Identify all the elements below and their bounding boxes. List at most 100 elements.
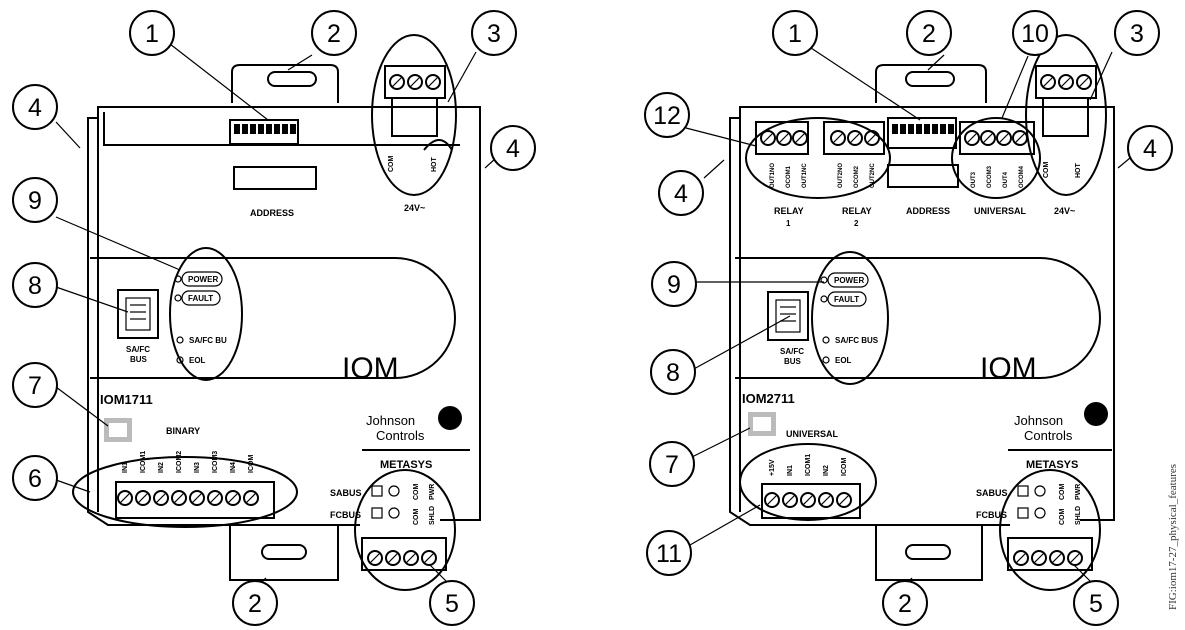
svg-text:2: 2 <box>922 20 936 48</box>
dip-switch[interactable] <box>892 124 954 134</box>
bus-connector[interactable] <box>361 537 447 571</box>
io-terminal-label: +15V <box>769 459 776 476</box>
dip-switch[interactable] <box>234 124 296 134</box>
io-group-label: UNIVERSAL <box>786 429 839 439</box>
port-label-1: SA/FC <box>126 345 150 354</box>
bus-connector[interactable] <box>1007 537 1093 571</box>
callout-4: 4 <box>490 125 536 171</box>
relay2-label-b: 2 <box>854 219 859 228</box>
callout-6: 6 <box>12 455 58 501</box>
led-eol: EOL <box>189 356 206 365</box>
relay-terminal-label: OUT2NO <box>838 163 844 188</box>
callout-4: 4 <box>1127 125 1173 171</box>
bus-terminal-com: COM <box>1059 484 1066 501</box>
logo-johnson: Johnson <box>1014 413 1063 428</box>
led-fault: FAULT <box>188 294 213 303</box>
highlight-ellipse <box>739 443 877 521</box>
callout-9: 9 <box>12 177 58 223</box>
model-label: IOM2711 <box>742 391 795 406</box>
io-terminal-label: IN4 <box>230 462 237 473</box>
power-terminal-hot: HOT <box>1075 163 1082 179</box>
relay1-label-b: 1 <box>786 219 791 228</box>
led-fault: FAULT <box>834 295 859 304</box>
relay1-connector[interactable] <box>755 121 809 155</box>
callout-3: 3 <box>471 10 517 56</box>
voltage-label: 24V~ <box>404 203 425 213</box>
led-panel: POWER FAULT SA/FC BU EOL <box>174 271 227 365</box>
svg-text:3: 3 <box>1130 20 1144 48</box>
port-label-2: BUS <box>130 355 148 364</box>
universal-output-terminal-label: OCOM4 <box>1019 165 1025 188</box>
universal-input-terminal-block[interactable] <box>761 483 861 519</box>
svg-text:7: 7 <box>28 372 42 400</box>
highlight-ellipse <box>354 469 456 591</box>
sabus-label: SABUS <box>976 488 1008 498</box>
led-sa-fc-bus: SA/FC BU <box>189 336 227 345</box>
io-terminal-label: ICOM <box>841 458 848 476</box>
svg-text:4: 4 <box>1143 135 1157 163</box>
svg-text:8: 8 <box>666 359 680 387</box>
universal-output-label: UNIVERSAL <box>974 206 1027 216</box>
io-terminal-label: IN1 <box>122 462 129 473</box>
universal-output-terminal-label: OCOM3 <box>987 165 993 188</box>
binary-terminal-block[interactable] <box>115 481 275 519</box>
led-eol: EOL <box>835 356 852 365</box>
svg-text:12: 12 <box>653 102 681 130</box>
io-terminal-label: IN3 <box>194 462 201 473</box>
fcbus-label: FCBUS <box>976 510 1007 520</box>
svg-text:9: 9 <box>28 187 42 215</box>
callout-2: 2 <box>882 580 928 626</box>
svg-text:1: 1 <box>145 20 159 48</box>
io-terminal-label: ICOM3 <box>212 451 219 473</box>
globe-icon <box>438 406 462 430</box>
bus-terminal-shld: SHLD <box>429 506 436 525</box>
callout-4: 4 <box>658 170 704 216</box>
io-terminal-label: ICOM1 <box>140 451 147 473</box>
io-terminal-label: IN2 <box>823 465 830 476</box>
power-terminal-com: COM <box>1043 162 1050 179</box>
callout-1: 1 <box>772 10 818 56</box>
globe-icon <box>1084 402 1108 426</box>
callout-10: 10 <box>1012 10 1058 56</box>
svg-text:2: 2 <box>248 590 262 618</box>
callout-9: 9 <box>651 261 697 307</box>
relay2-connector[interactable] <box>823 121 885 155</box>
svg-text:6: 6 <box>28 465 42 493</box>
fcbus-label: FCBUS <box>330 510 361 520</box>
svg-text:4: 4 <box>674 180 688 208</box>
callout-2: 2 <box>311 10 357 56</box>
relay-terminal-label: OCOM1 <box>786 165 792 188</box>
sabus-label: SABUS <box>330 488 362 498</box>
model-label: IOM1711 <box>100 392 153 407</box>
callout-12: 12 <box>644 92 690 138</box>
svg-text:9: 9 <box>667 271 681 299</box>
relay-terminal-label: OUT1NC <box>802 163 808 188</box>
power-connector[interactable] <box>1035 65 1097 137</box>
callout-8: 8 <box>650 349 696 395</box>
callout-3: 3 <box>1114 10 1160 56</box>
figure-caption: FIG:iom17-27_physical_features <box>1167 464 1179 610</box>
sa-fc-bus-port[interactable] <box>767 291 809 341</box>
highlight-ellipse <box>1025 34 1107 196</box>
led-power: POWER <box>188 275 218 284</box>
device-iom2711: OUT1NO OCOM1 OUT1NC OUT2NO OCOM2 OUT2NC … <box>644 10 1173 626</box>
logo-controls: Controls <box>1024 428 1073 443</box>
svg-text:5: 5 <box>445 590 459 618</box>
voltage-label: 24V~ <box>1054 206 1075 216</box>
power-connector[interactable] <box>384 65 453 151</box>
svg-text:8: 8 <box>28 272 42 300</box>
device-iom1711: ADDRESS COM HOT 24V~ SA/FC BUS P <box>12 10 536 626</box>
highlight-ellipse <box>169 247 243 381</box>
port-label-2: BUS <box>784 357 802 366</box>
highlight-ellipse <box>811 251 889 385</box>
svg-text:2: 2 <box>327 20 341 48</box>
sa-fc-bus-port[interactable] <box>117 289 159 339</box>
callout-2: 2 <box>906 10 952 56</box>
svg-text:2: 2 <box>898 590 912 618</box>
relay-terminal-label: OCOM2 <box>854 165 860 188</box>
callout-5: 5 <box>1073 580 1119 626</box>
relay2-label-a: RELAY <box>842 206 872 216</box>
logo-controls: Controls <box>376 428 425 443</box>
logo-metasys: METASYS <box>1026 459 1078 471</box>
